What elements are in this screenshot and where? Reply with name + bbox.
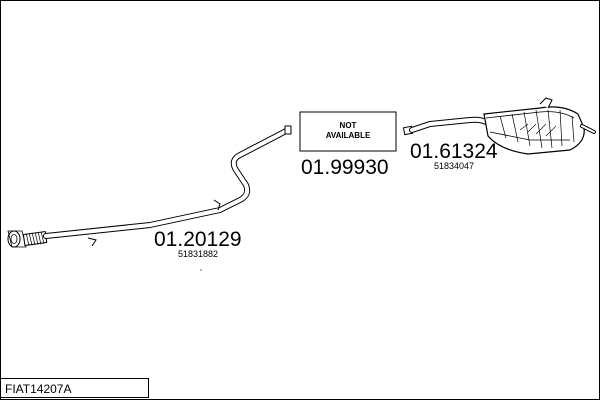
oem-number-rear-muffler: 51834047 — [434, 161, 474, 171]
part-number-front-pipe: 01.20129 — [154, 228, 242, 251]
flex-section — [22, 230, 48, 247]
front-pipe-drawing — [7, 125, 292, 248]
front-flange — [7, 230, 27, 248]
not-available-line2: AVAILABLE — [326, 131, 371, 140]
rear-muffler-body — [483, 106, 585, 155]
front-pipe-hanger — [213, 199, 221, 211]
not-available-line1: NOT — [340, 121, 357, 130]
rear-muffler-hanger — [539, 97, 553, 109]
front-pipe-end-fitting — [284, 125, 292, 135]
part-number-rear-muffler: 01.61324 — [410, 140, 498, 163]
front-pipe-hanger — [87, 237, 97, 247]
middle-section-placeholder: NOT AVAILABLE — [299, 111, 397, 152]
catalog-code: FIAT14207A — [5, 382, 72, 396]
catalog-code-box: FIAT14207A — [0, 378, 149, 398]
oem-number-front-pipe: 51831882 — [178, 249, 218, 259]
part-number-middle-section: 01.99930 — [301, 156, 389, 179]
rear-muffler-drawing — [402, 97, 596, 155]
